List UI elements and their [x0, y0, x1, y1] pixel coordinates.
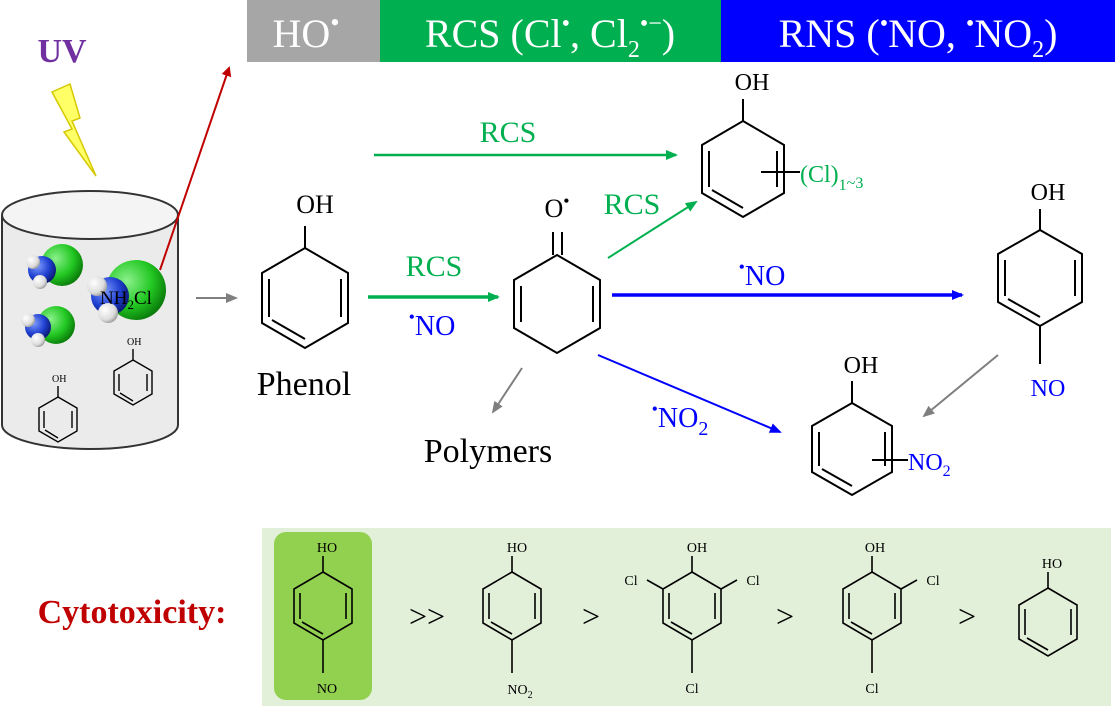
no-mid-label: •NO [409, 307, 456, 342]
nitrophenol-structure [811, 381, 908, 497]
rcs-top-label: RCS [480, 116, 537, 149]
phenoxy-to-chlorophenol-arrow [607, 200, 698, 259]
cyto-compound-3-bottom: Cl [685, 682, 698, 697]
small-phenol-1-oh: OH [52, 374, 66, 385]
phenol-structure [261, 226, 349, 350]
cytotoxicity-label: Cytotoxicity: [38, 594, 227, 631]
phenoxy-to-nitrophenol-arrow [597, 354, 782, 433]
rns-label: RNS (•NO, •NO2) [779, 11, 1058, 63]
cyto-compound-1-top: HO [317, 541, 337, 556]
cytotoxicity-panel [262, 528, 1111, 706]
phenoxy-label: O• [544, 191, 569, 223]
radical-generation-arrow [159, 66, 232, 271]
ho-box [247, 0, 380, 62]
rcs-box [380, 0, 721, 62]
chlorophenol-structure [701, 99, 800, 219]
nitroso-to-nitro-arrow [922, 354, 999, 418]
separator-1: >> [409, 598, 445, 634]
chlorophenol-substituent: (Cl)1~3 [800, 162, 863, 194]
reactor-vessel: NH2Cl OH OH [1, 190, 179, 450]
chlorophenol-oh: OH [735, 70, 770, 96]
small-phenol-1 [38, 386, 78, 443]
phenoxy-to-polymers-arrow [491, 367, 523, 414]
cyto-compound-2-top: HO [507, 541, 527, 556]
cyto-compound-nitrosophenol [293, 556, 353, 673]
phenoxy-radical-structure [513, 232, 601, 355]
nitrosophenol-oh: OH [1031, 180, 1066, 206]
rcs-upper-label: RCS [604, 188, 661, 221]
most-toxic-highlight [274, 532, 372, 700]
cyto-compound-1-bottom: NO [317, 682, 337, 697]
uv-label: UV [37, 33, 87, 70]
cyto-compound-4-bottom: Cl [865, 682, 878, 697]
separator-2: > [582, 598, 600, 634]
separator-3: > [776, 598, 794, 634]
nh2cl-label: NH2Cl [100, 288, 152, 312]
cyto-compound-2-bottom: NO2 [507, 683, 532, 701]
cyto-compound-4-right: Cl [926, 574, 939, 589]
cyto-compound-3-top: OH [687, 541, 707, 556]
small-phenol-2 [113, 349, 153, 406]
cyto-compound-trichlorophenol [646, 556, 738, 673]
nh2cl-molecule-2: NH2Cl [87, 260, 166, 323]
cyto-compound-4-top: OH [865, 541, 885, 556]
phenol-oh: OH [296, 190, 334, 219]
nh2cl-molecule-1 [26, 244, 83, 289]
cyto-compound-nitrophenol [482, 556, 542, 673]
separator-4: > [958, 598, 976, 634]
rcs-mid-label: RCS [406, 250, 463, 283]
lightning-icon [50, 82, 97, 177]
phenol-label: Phenol [257, 366, 351, 403]
cyto-compound-5-top: HO [1042, 557, 1062, 572]
nh2cl-molecule-3 [21, 306, 75, 347]
no-right-label: •NO [739, 257, 786, 292]
cyto-compound-dichlorophenol [842, 556, 918, 673]
cyto-compound-3-left: Cl [624, 574, 637, 589]
oxidant-header: HO• RCS (Cl•, Cl2•−) RNS (•NO, •NO2) [247, 0, 1115, 63]
nitrophenol-substituent: NO2 [908, 450, 951, 480]
cyto-compound-phenol [1018, 572, 1078, 657]
small-phenol-2-oh: OH [127, 337, 141, 348]
cyto-compound-3-right: Cl [746, 574, 759, 589]
nitrophenol-oh: OH [844, 353, 879, 379]
no2-label: •NO2 [652, 399, 709, 440]
nitrosophenol-structure [997, 209, 1083, 364]
rns-box [721, 0, 1115, 62]
polymers-label: Polymers [424, 433, 552, 470]
nitrosophenol-substituent: NO [1031, 376, 1066, 402]
ho-label: HO• [273, 8, 340, 56]
rcs-label: RCS (Cl•, Cl2•−) [425, 11, 675, 63]
